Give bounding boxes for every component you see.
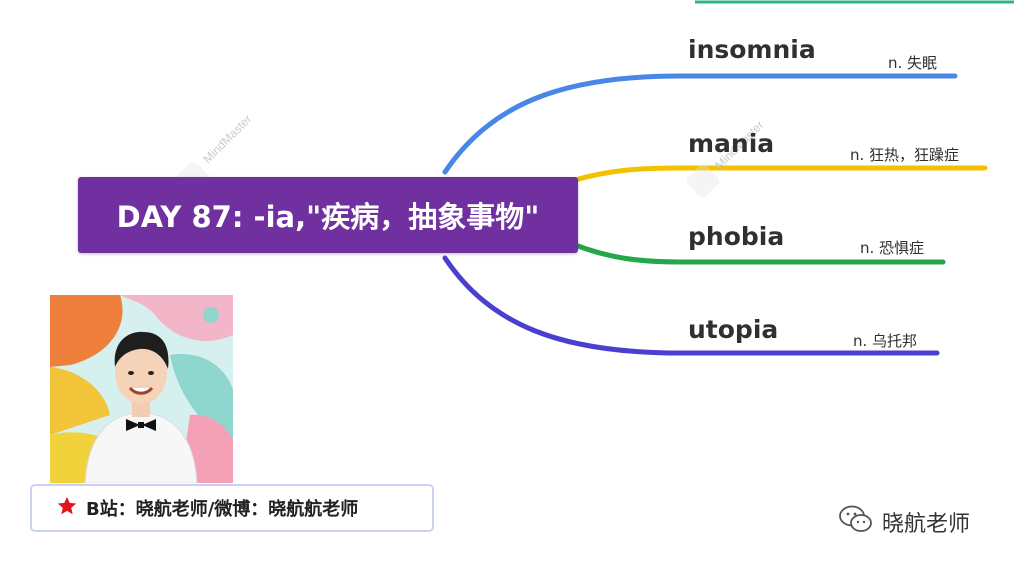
presenter-photo — [50, 295, 233, 483]
root-topic-node[interactable]: DAY 87: -ia,"疾病，抽象事物" — [78, 177, 578, 253]
wechat-watermark: 晓航老师 — [838, 504, 970, 539]
credit-text: B站：晓航老师/微博：晓航航老师 — [86, 499, 359, 520]
presenter-illustration — [50, 295, 233, 483]
branch-term-mania[interactable]: mania — [688, 129, 775, 158]
wechat-icon — [838, 504, 874, 539]
wechat-label: 晓航老师 — [882, 511, 971, 537]
credit-banner: B站：晓航老师/微博：晓航航老师 — [30, 484, 434, 532]
root-topic-title: DAY 87: -ia,"疾病，抽象事物" — [116, 200, 540, 234]
branch-meaning-phobia: n. 恐惧症 — [860, 239, 925, 257]
branch-term-insomnia[interactable]: insomnia — [688, 35, 816, 64]
branch-connector-insomnia — [442, 73, 958, 175]
branch-term-utopia[interactable]: utopia — [688, 315, 779, 344]
branch-connector-utopia — [442, 255, 940, 356]
branch-connector-phobia — [575, 243, 946, 265]
watermark-logo-right — [686, 164, 720, 198]
branch-meaning-mania: n. 狂热，狂躁症 — [850, 146, 960, 164]
branch-term-phobia[interactable]: phobia — [688, 222, 785, 251]
branch-meaning-utopia: n. 乌托邦 — [853, 332, 918, 350]
branch-connector-mania — [572, 165, 988, 183]
star-icon — [56, 495, 78, 522]
branch-meaning-insomnia: n. 失眠 — [888, 54, 938, 72]
